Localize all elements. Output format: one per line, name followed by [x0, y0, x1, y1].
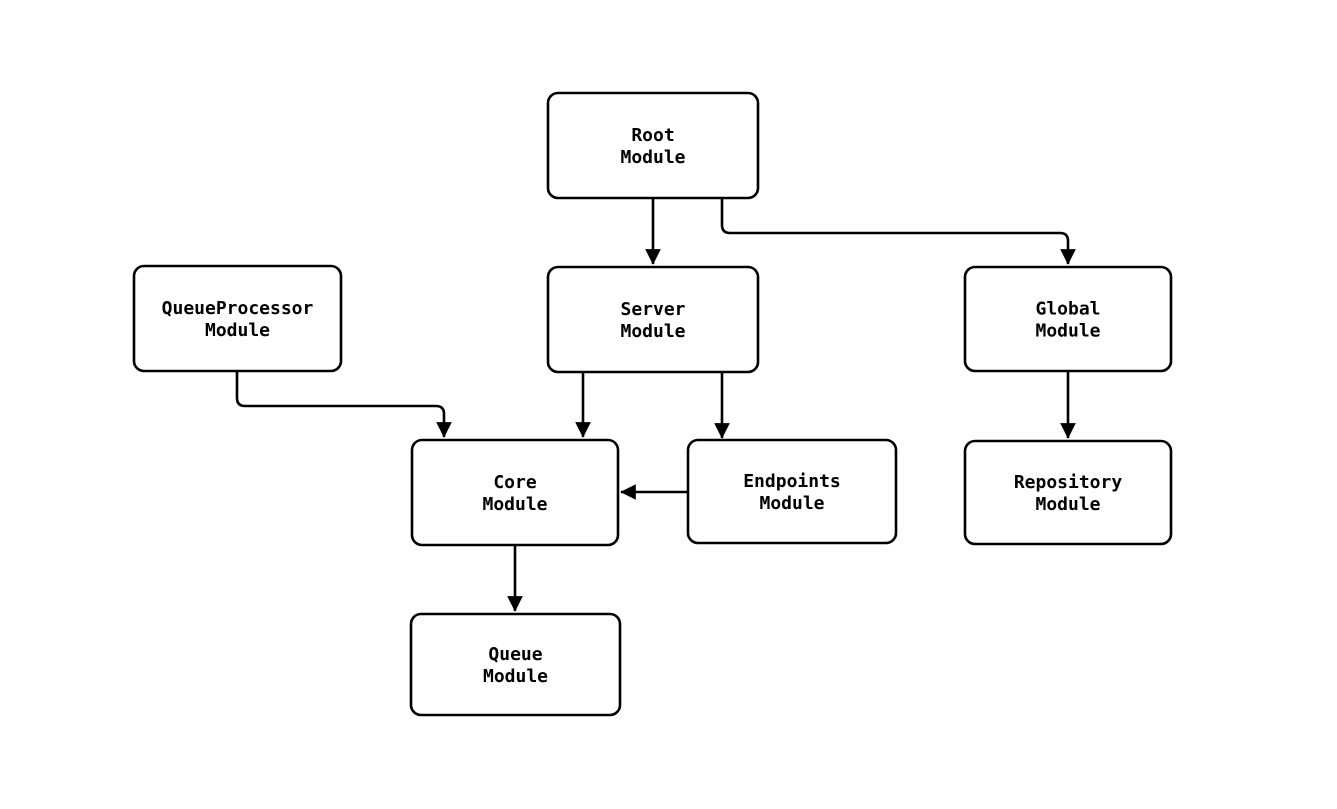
node-label-line: Endpoints	[743, 471, 841, 492]
node-label-line: Module	[1035, 320, 1100, 341]
node-label-line: Server	[620, 299, 685, 320]
edge-layer	[235, 198, 1076, 612]
node-box-repository	[963, 439, 1173, 546]
node-box-queueprocessor	[132, 264, 343, 373]
node-label-line: Module	[205, 320, 270, 341]
node-box-endpoints	[686, 438, 898, 545]
edge-root-to-global	[720, 198, 1076, 265]
node-label-line: Global	[1035, 298, 1100, 319]
node-label-line: Module	[1035, 494, 1100, 515]
node-box-queue	[409, 612, 622, 717]
node-box-root	[546, 91, 760, 200]
node-box-server	[546, 265, 760, 374]
node-label-line: Module	[759, 493, 824, 514]
node-label-line: Repository	[1014, 472, 1123, 493]
node-label-line: Core	[493, 472, 537, 493]
node-label-line: Root	[631, 125, 674, 146]
node-label-line: QueueProcessor	[162, 298, 314, 319]
node-label-line: Module	[620, 147, 685, 168]
node-box-global	[963, 265, 1173, 373]
node-label-line: Queue	[488, 644, 542, 665]
node-label-line: Module	[482, 494, 547, 515]
node-label-line: Module	[620, 321, 685, 342]
node-box-core	[410, 438, 620, 547]
node-label-line: Module	[483, 666, 548, 687]
edge-queueprocessor-to-core	[235, 371, 452, 438]
